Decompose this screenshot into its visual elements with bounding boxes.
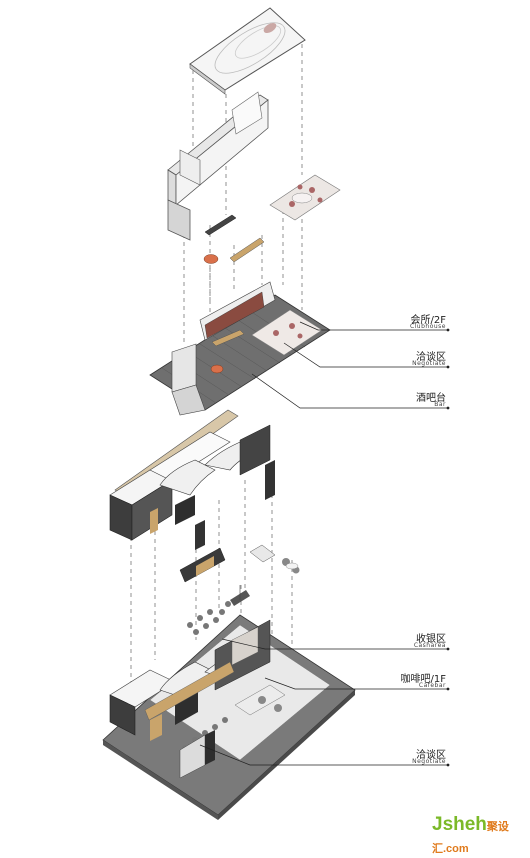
label-bar-en: Bar <box>434 401 446 408</box>
upper-negotiate-furniture <box>269 174 341 221</box>
floor-1f <box>102 614 356 820</box>
floor-2f <box>149 281 331 416</box>
label-cashier-cn: 收银区 <box>416 634 446 645</box>
watermark-logo: Jsheh聚设汇.com <box>432 814 530 858</box>
floor-1f-floating-furniture <box>179 520 300 635</box>
floor-1f-walls <box>109 409 275 541</box>
ceiling-panel <box>189 7 306 95</box>
label-cafebar-cn: 咖啡吧/1F <box>400 674 446 685</box>
label-negotiate-upper-cn: 洽谈区 <box>416 352 446 363</box>
label-negotiate-upper-en: Negotiate <box>412 360 446 367</box>
leader-dots <box>446 328 450 767</box>
label-clubhouse-cn: 会所/2F <box>410 315 446 326</box>
upper-walls <box>167 91 269 241</box>
label-clubhouse-en: Clubhouse <box>409 323 446 330</box>
label-cashier-en: Casharea <box>413 642 446 649</box>
label-negotiate-lower-cn: 洽谈区 <box>416 750 446 761</box>
bar-pieces-floating <box>203 214 265 264</box>
label-negotiate-lower-en: Negotiate <box>412 758 446 765</box>
leader-lines <box>199 321 448 766</box>
label-bar-cn: 酒吧台 <box>416 393 446 404</box>
label-cafebar-en: Cafebar <box>418 682 446 689</box>
watermark-brand: Jsheh <box>432 814 487 835</box>
